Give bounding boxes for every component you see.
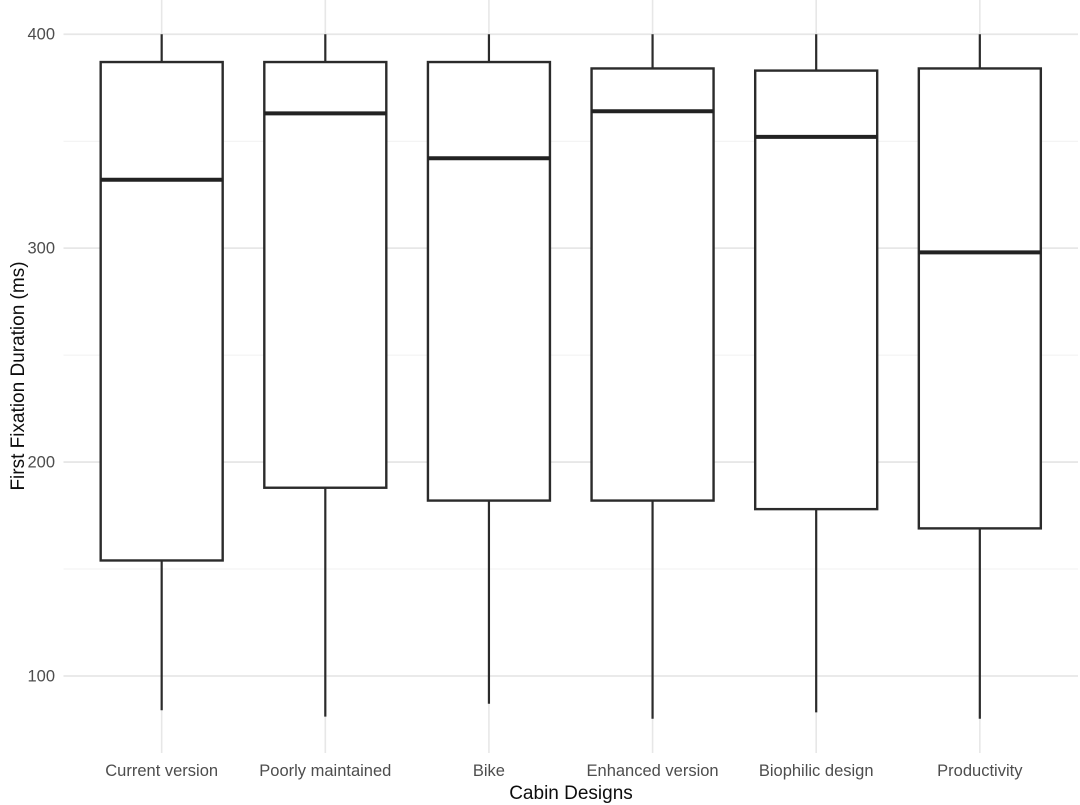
boxplot-enhanced-version	[590, 34, 715, 719]
y-tick-label-200: 200	[27, 454, 55, 472]
boxplot-bike	[426, 34, 552, 704]
box-iqr	[590, 67, 715, 502]
boxplot-productivity	[917, 34, 1043, 719]
boxplot-current-version	[99, 34, 224, 711]
box-iqr	[753, 69, 879, 511]
y-tick-label-400: 400	[27, 26, 55, 44]
y-tick-label-100: 100	[27, 667, 55, 685]
x-category-label-biophilic-design: Biophilic design	[759, 762, 874, 780]
x-category-label-bike: Bike	[473, 762, 505, 780]
boxplot-biophilic-design	[753, 34, 879, 713]
box-iqr	[426, 60, 552, 502]
box-iqr	[99, 60, 224, 562]
x-category-label-current-version: Current version	[105, 762, 218, 780]
box-iqr	[917, 67, 1043, 530]
y-tick-label-300: 300	[27, 240, 55, 258]
x-category-label-productivity: Productivity	[937, 762, 1023, 780]
y-axis-title: First Fixation Duration (ms)	[8, 261, 29, 491]
boxplot-poorly-maintained	[263, 34, 388, 717]
x-category-label-enhanced-version: Enhanced version	[587, 762, 719, 780]
box-iqr	[263, 60, 388, 489]
x-axis-title: Cabin Designs	[509, 783, 633, 804]
x-category-label-poorly-maintained: Poorly maintained	[259, 762, 391, 780]
